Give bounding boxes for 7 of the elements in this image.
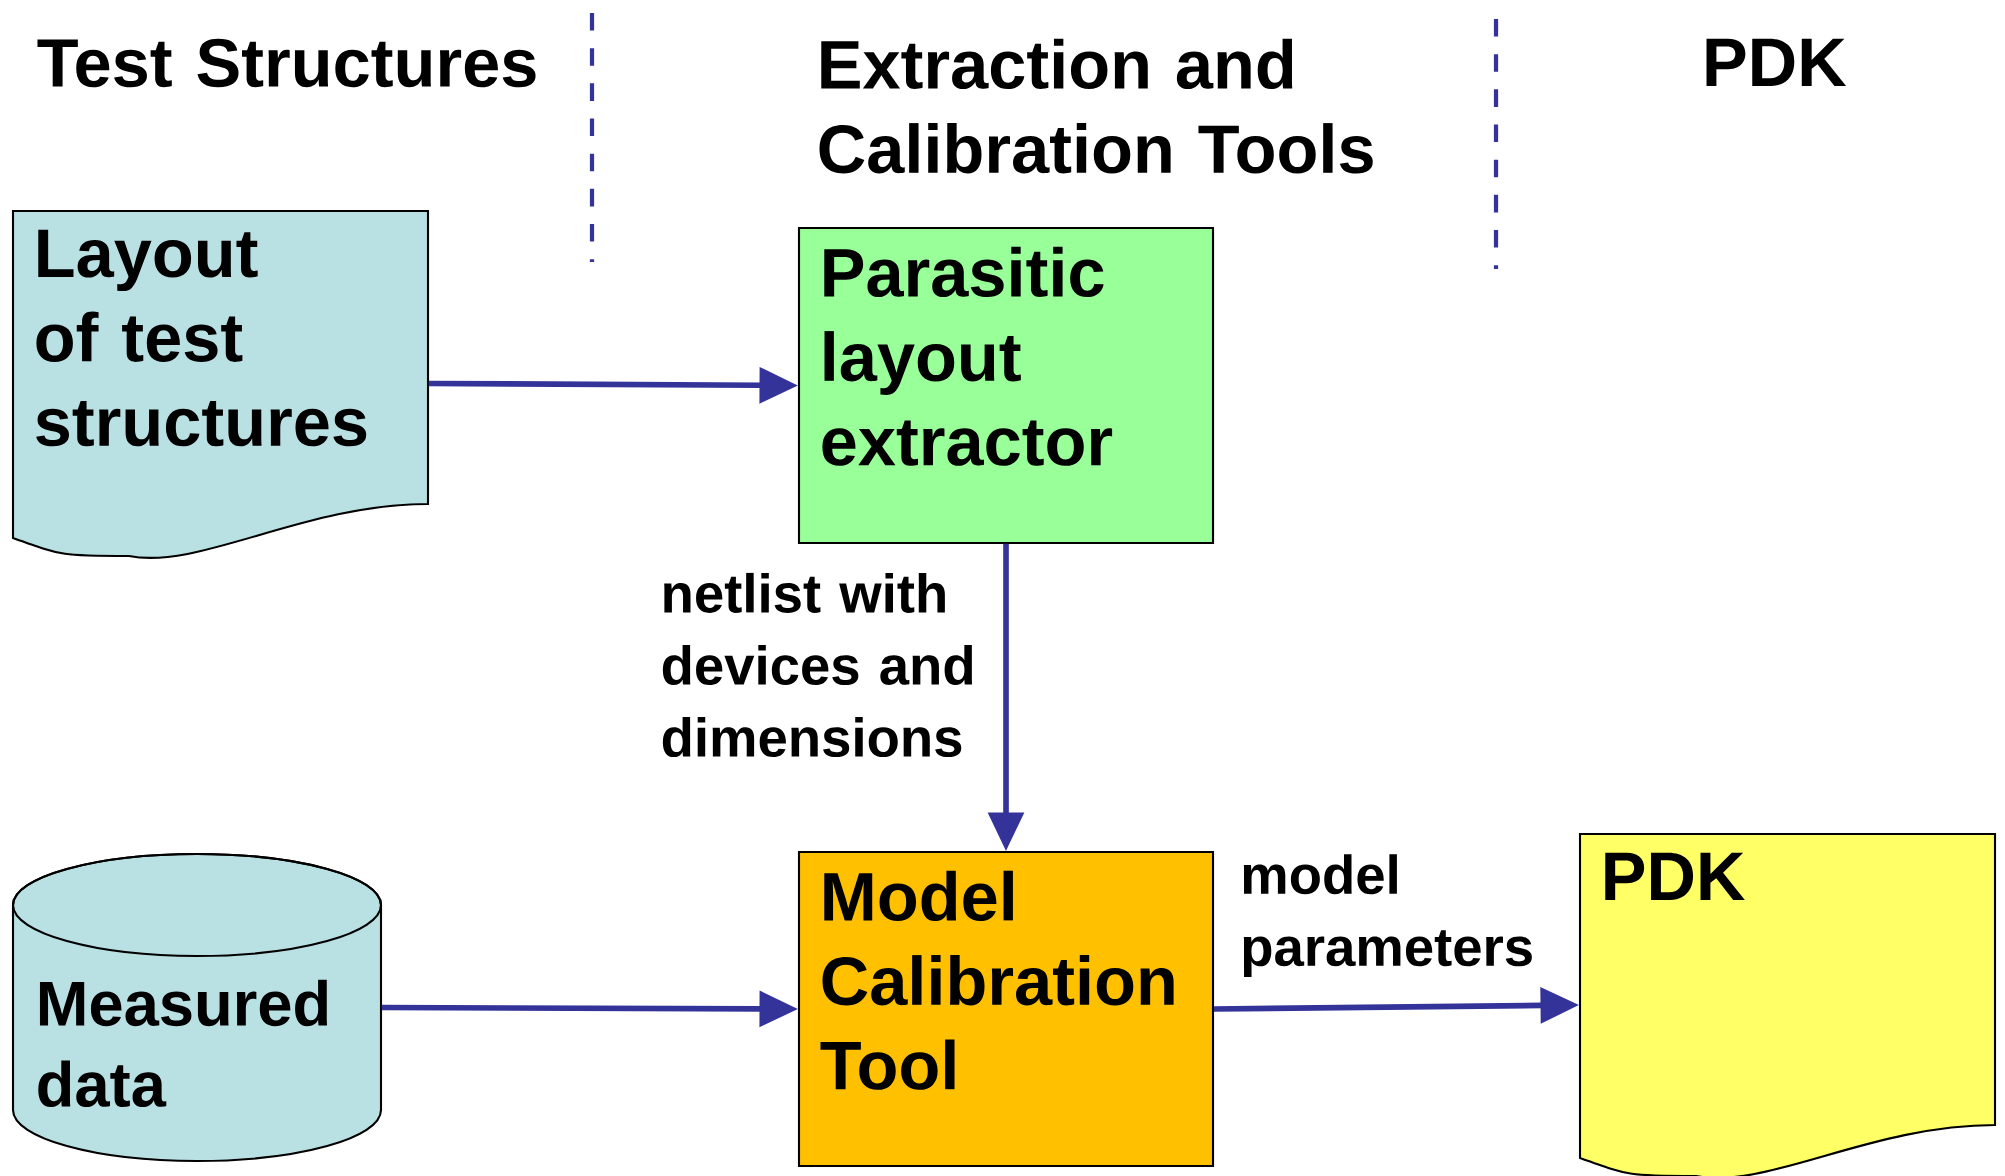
edge-label: model parameters xyxy=(1243,854,1532,978)
column-heading: PDK xyxy=(1706,38,1847,86)
process-box: Model Calibration Tool xyxy=(797,850,1215,1168)
edge-label: netlist with devices and dimensions xyxy=(662,572,972,758)
database-cylinder: Measured data xyxy=(11,852,383,1163)
column-heading: Test Structures xyxy=(37,38,536,88)
process-box: Parasitic layout extractor xyxy=(797,226,1215,545)
